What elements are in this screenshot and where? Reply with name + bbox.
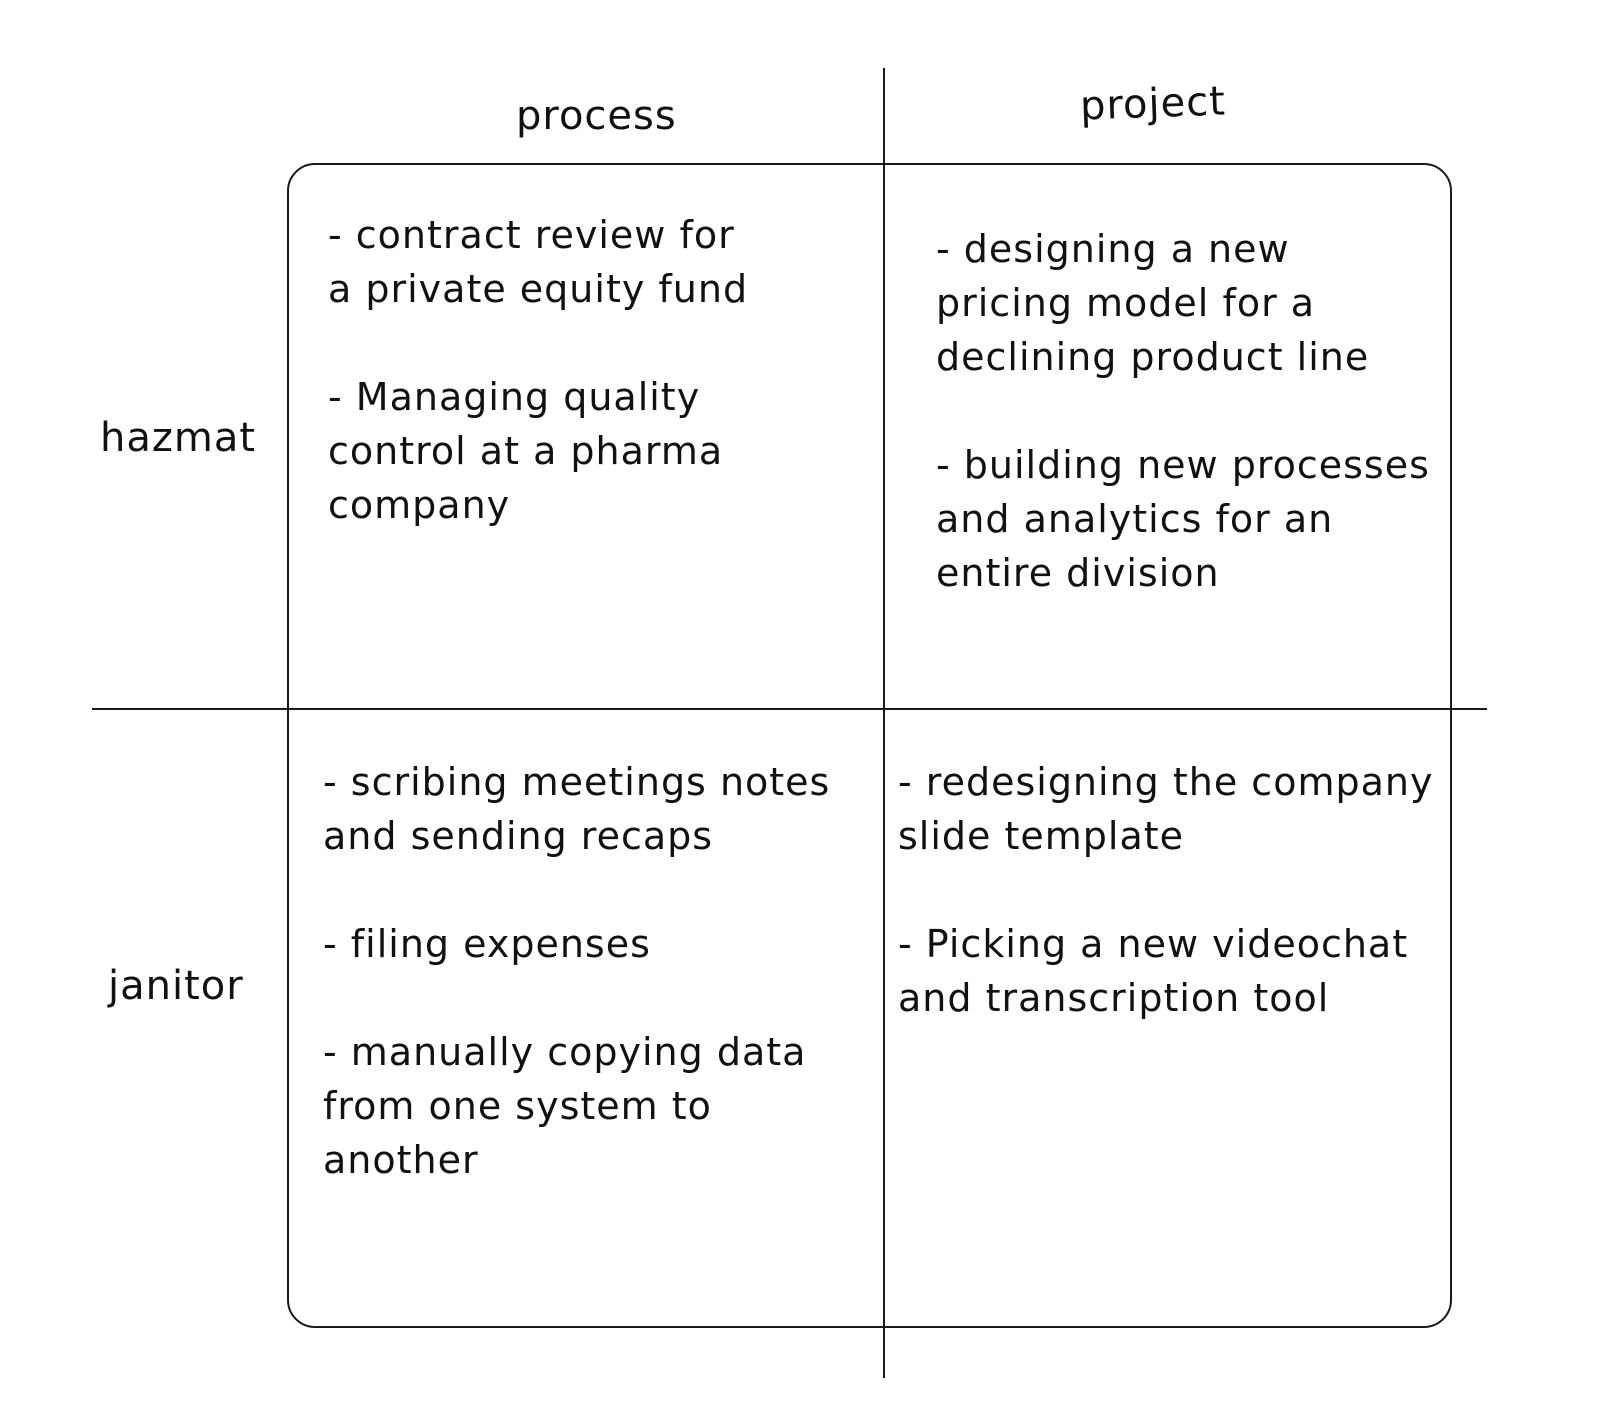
- vertical-axis-line: [883, 68, 885, 1378]
- row-heading-janitor: janitor: [108, 963, 244, 1009]
- list-item: - scribing meetings notes and sending re…: [323, 760, 831, 858]
- quadrant-janitor-process: - scribing meetings notes and sending re…: [323, 755, 868, 1187]
- list-item: - Managing quality control at a pharma c…: [328, 375, 724, 527]
- list-item: - building new processes and analytics f…: [936, 443, 1430, 595]
- column-heading-process: process: [516, 93, 677, 139]
- diagram-frame: [287, 163, 1452, 1328]
- column-heading-project: project: [1079, 78, 1227, 130]
- list-item: - Picking a new videochat and transcript…: [898, 922, 1409, 1020]
- list-item: - filing expenses: [323, 922, 651, 966]
- list-item: - manually copying data from one system …: [323, 1030, 807, 1182]
- quadrant-janitor-project: - redesigning the company slide template…: [898, 755, 1448, 1025]
- list-item: - designing a new pricing model for a de…: [936, 227, 1370, 379]
- row-heading-hazmat: hazmat: [100, 415, 257, 461]
- list-item: - contract review for a private equity f…: [328, 213, 749, 311]
- quadrant-hazmat-project: - designing a new pricing model for a de…: [936, 222, 1456, 600]
- quadrant-hazmat-process: - contract review for a private equity f…: [328, 208, 868, 532]
- horizontal-axis-line: [92, 708, 1487, 710]
- list-item: - redesigning the company slide template: [898, 760, 1434, 858]
